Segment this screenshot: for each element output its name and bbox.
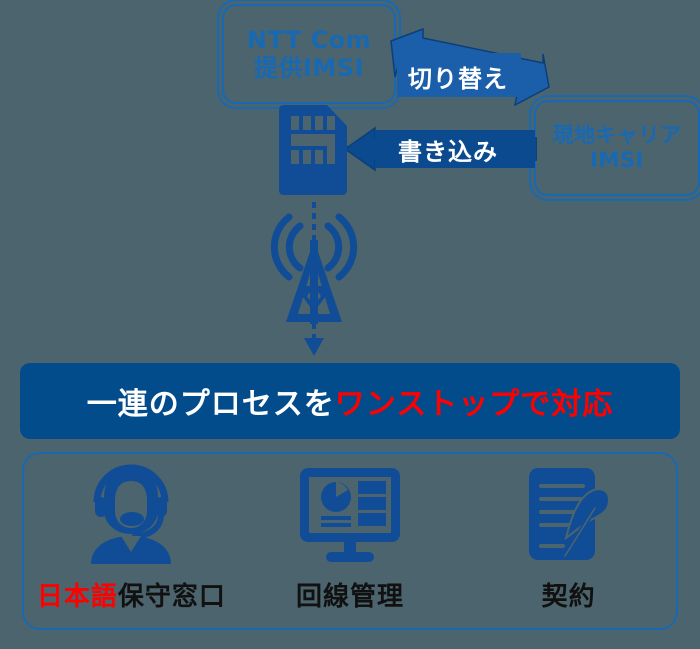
services-container <box>22 452 678 630</box>
local-carrier-imsi-box: 現地キャリア IMSI <box>534 100 700 196</box>
banner-text-plain: 一連のプロセスを <box>86 387 335 422</box>
service-item-contract: 契約 <box>459 460 678 613</box>
local-carrier-imsi-line1: 現地キャリア <box>552 123 682 148</box>
one-stop-banner-text: 一連のプロセスをワンストップで対応 <box>87 379 613 423</box>
banner-text-highlight: ワンストップで対応 <box>334 387 614 422</box>
switch-arrow <box>383 27 551 131</box>
service-label-support: 日本語保守窓口 <box>37 576 226 613</box>
document-quill-icon <box>521 460 617 568</box>
local-carrier-imsi-line2: IMSI <box>590 148 644 172</box>
monitor-dashboard-icon <box>296 460 404 568</box>
ntt-com-imsi-line2: 提供IMSI <box>253 54 365 82</box>
service-label-line-management-plain: 回線管理 <box>296 582 405 612</box>
services-row: 日本語保守窓口 <box>22 460 678 630</box>
service-label-support-plain: 保守窓口 <box>117 582 226 612</box>
ntt-com-imsi-box: NTT Com 提供IMSI <box>222 4 396 104</box>
sim-card-icon <box>277 104 349 196</box>
cell-tower-icon <box>262 202 366 360</box>
service-label-line-management: 回線管理 <box>296 576 404 613</box>
one-stop-banner: 一連のプロセスをワンストップで対応 <box>20 363 680 439</box>
service-item-line-management: 回線管理 <box>241 460 460 613</box>
headset-agent-icon <box>83 460 179 568</box>
service-label-support-highlight: 日本語 <box>36 582 118 612</box>
service-label-contract-plain: 契約 <box>541 582 596 612</box>
write-arrow <box>343 126 538 172</box>
service-label-contract: 契約 <box>542 576 596 613</box>
ntt-com-imsi-line1: NTT Com <box>246 25 372 54</box>
service-item-support: 日本語保守窓口 <box>22 460 241 613</box>
